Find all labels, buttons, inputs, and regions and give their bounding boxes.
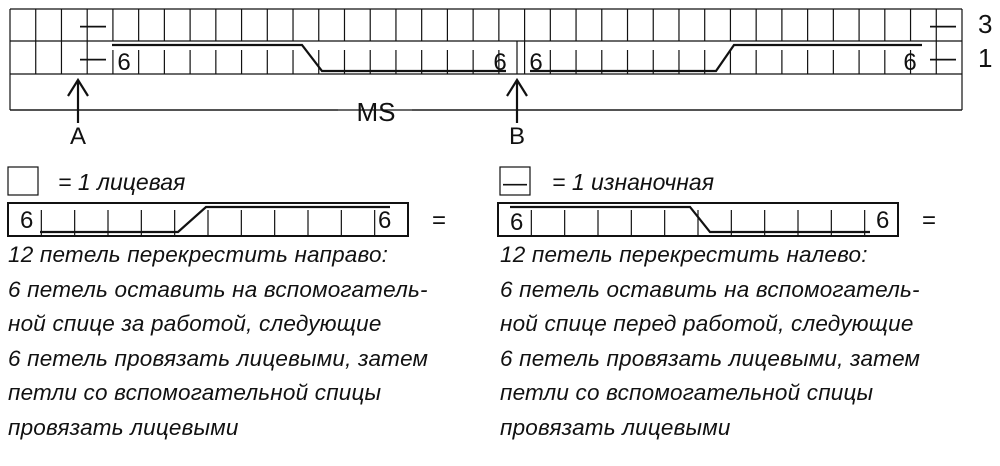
cable-count-label: 6	[876, 207, 889, 234]
description-line: ной спице перед работой, следующие	[500, 311, 914, 336]
description-line: 6 петель оставить на вспомогатель-	[8, 276, 428, 302]
equals-sign-right: =	[432, 207, 446, 234]
cable-count-label: 6	[378, 207, 391, 234]
description-line: 12 петель перекрестить направо:	[8, 242, 389, 267]
arrow-marker-a	[67, 77, 89, 123]
repeat-label: MS	[357, 97, 396, 127]
cable-count-label: 6	[903, 49, 916, 76]
cable-count-label: 6	[117, 49, 130, 76]
cable-count-label: 6	[510, 209, 523, 236]
purl-symbol-row3-right: —	[930, 9, 956, 39]
left-cross-description: 12 петель перекрестить налево: 6 петель …	[500, 238, 920, 445]
description-line: петли со вспомогательной спицы	[500, 380, 874, 405]
description-line: ной спице за работой, следующие	[8, 311, 382, 336]
cable-count-label: 6	[493, 49, 506, 76]
marker-label-b: B	[509, 123, 525, 150]
cable-cross-left	[530, 43, 922, 73]
knit-legend-text: = 1 лицевая	[58, 169, 185, 195]
right-cross-description: 12 петель перекрестить направо: 6 петель…	[8, 238, 428, 445]
purl-symbol-row1-right: —	[930, 42, 956, 72]
knit-stitch-symbol	[7, 166, 39, 196]
purl-symbol-row3-left: —	[80, 9, 106, 39]
description-line: 12 петель перекрестить налево:	[500, 242, 868, 267]
description-line: провязать лицевыми	[8, 414, 239, 440]
cable-cross-right	[112, 43, 506, 73]
left-cross-chart: 6 6	[497, 202, 899, 237]
purl-stitch-symbol	[499, 166, 531, 196]
row-label-3: 3	[978, 9, 992, 39]
description-line: петли со вспомогательной спицы	[8, 380, 382, 405]
purl-symbol-legend: —	[503, 170, 527, 197]
description-line: 6 петель оставить на вспомогатель-	[500, 276, 920, 302]
description-line: 6 петель провязать лицевыми, затем	[8, 345, 429, 371]
main-chart-grid	[9, 8, 963, 111]
marker-label-a: A	[70, 123, 86, 150]
row-label-1: 1	[978, 43, 992, 73]
description-line: 6 петель провязать лицевыми, затем	[500, 345, 921, 371]
cable-count-label: 6	[529, 49, 542, 76]
description-line: провязать лицевыми	[500, 414, 731, 440]
right-cross-chart: 6 6	[7, 202, 409, 237]
cable-count-label: 6	[20, 207, 33, 234]
equals-sign-left: =	[922, 207, 936, 234]
purl-symbol-row1-left: —	[80, 42, 106, 72]
arrow-marker-b	[506, 77, 528, 123]
purl-legend-text: = 1 изнаночная	[552, 169, 714, 195]
